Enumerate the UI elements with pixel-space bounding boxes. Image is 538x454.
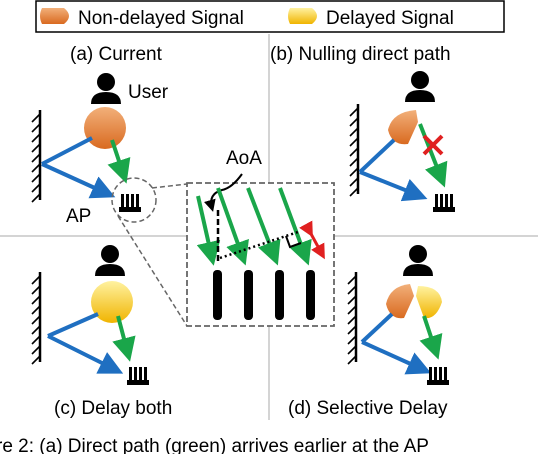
- antenna-element: [275, 270, 284, 320]
- ap-zoom-circle: [111, 177, 157, 223]
- panel-d: (d) Selective Delay: [288, 245, 449, 419]
- reflected-path-segment: [47, 312, 99, 338]
- direct-path-arrow: [419, 315, 443, 360]
- antenna-element: [244, 270, 253, 320]
- antenna-element: [213, 270, 222, 320]
- incoming-ray: [216, 187, 249, 266]
- wall-icon: [348, 102, 360, 198]
- direct-path-arrow: [112, 315, 136, 362]
- delayed-swatch-icon: [288, 8, 317, 24]
- reflected-path-arrow: [47, 334, 124, 374]
- path-difference-arrow: [299, 220, 325, 260]
- antenna-array-icon: [127, 367, 149, 385]
- non-delayed-swatch-icon: [40, 8, 69, 24]
- block-x-icon: [422, 134, 444, 156]
- incoming-ray: [246, 187, 281, 266]
- person-icon: [405, 71, 435, 102]
- panel-c: (c) Delay both: [30, 245, 172, 419]
- user-label: User: [128, 82, 169, 103]
- panel-d-title: (d) Selective Delay: [288, 398, 448, 419]
- reflected-path-segment: [360, 312, 394, 344]
- person-icon: [403, 245, 433, 276]
- non-delayed-signal-half: [388, 110, 418, 145]
- zoom-connector-top: [151, 183, 188, 189]
- non-delayed-signal-half: [386, 284, 414, 319]
- right-angle-marker: [285, 235, 302, 249]
- direct-path-arrow: [107, 139, 131, 184]
- delayed-signal-blob: [91, 281, 133, 323]
- ap-label: AP: [66, 206, 91, 227]
- aoa-label: AoA: [226, 148, 262, 169]
- wall-icon: [30, 270, 42, 366]
- reflected-path-arrow: [359, 170, 428, 202]
- incoming-ray: [196, 195, 221, 266]
- panel-a-title: (a) Current: [70, 44, 163, 65]
- antenna-element: [306, 270, 315, 320]
- panel-b-title: (b) Nulling direct path: [270, 44, 451, 65]
- legend-non-delayed-label: Non-delayed Signal: [78, 8, 244, 29]
- legend-frame: [35, 0, 505, 33]
- legend: Non-delayed Signal Delayed Signal: [35, 0, 505, 33]
- wall-icon: [346, 270, 358, 366]
- figure-caption: re 2: (a) Direct path (green) arrives ea…: [0, 436, 429, 454]
- panel-b: (b) Nulling direct path: [270, 44, 455, 212]
- delayed-signal-half: [416, 286, 442, 319]
- person-icon: [91, 73, 121, 104]
- aoa-inset: AoA: [117, 148, 335, 327]
- zoom-connector-bottom: [117, 215, 188, 327]
- reflected-path-segment: [358, 138, 396, 174]
- direct-path-arrow: [418, 123, 448, 188]
- non-delayed-signal-blob: [84, 107, 126, 149]
- panel-a: (a) Current User AP: [30, 44, 169, 227]
- reflected-path-arrow: [361, 340, 432, 375]
- person-icon: [95, 245, 125, 276]
- antenna-array-icon: [119, 194, 141, 212]
- panel-c-title: (c) Delay both: [54, 398, 172, 419]
- antenna-array-icon: [427, 367, 449, 385]
- reflected-path-arrow: [41, 162, 116, 199]
- wavefront-line: [219, 230, 299, 260]
- wall-icon: [30, 108, 42, 204]
- aoa-pointer-arrow: [204, 173, 243, 212]
- antenna-array-icon: [433, 194, 455, 212]
- legend-delayed-label: Delayed Signal: [326, 8, 454, 29]
- reflected-path-segment: [41, 136, 93, 166]
